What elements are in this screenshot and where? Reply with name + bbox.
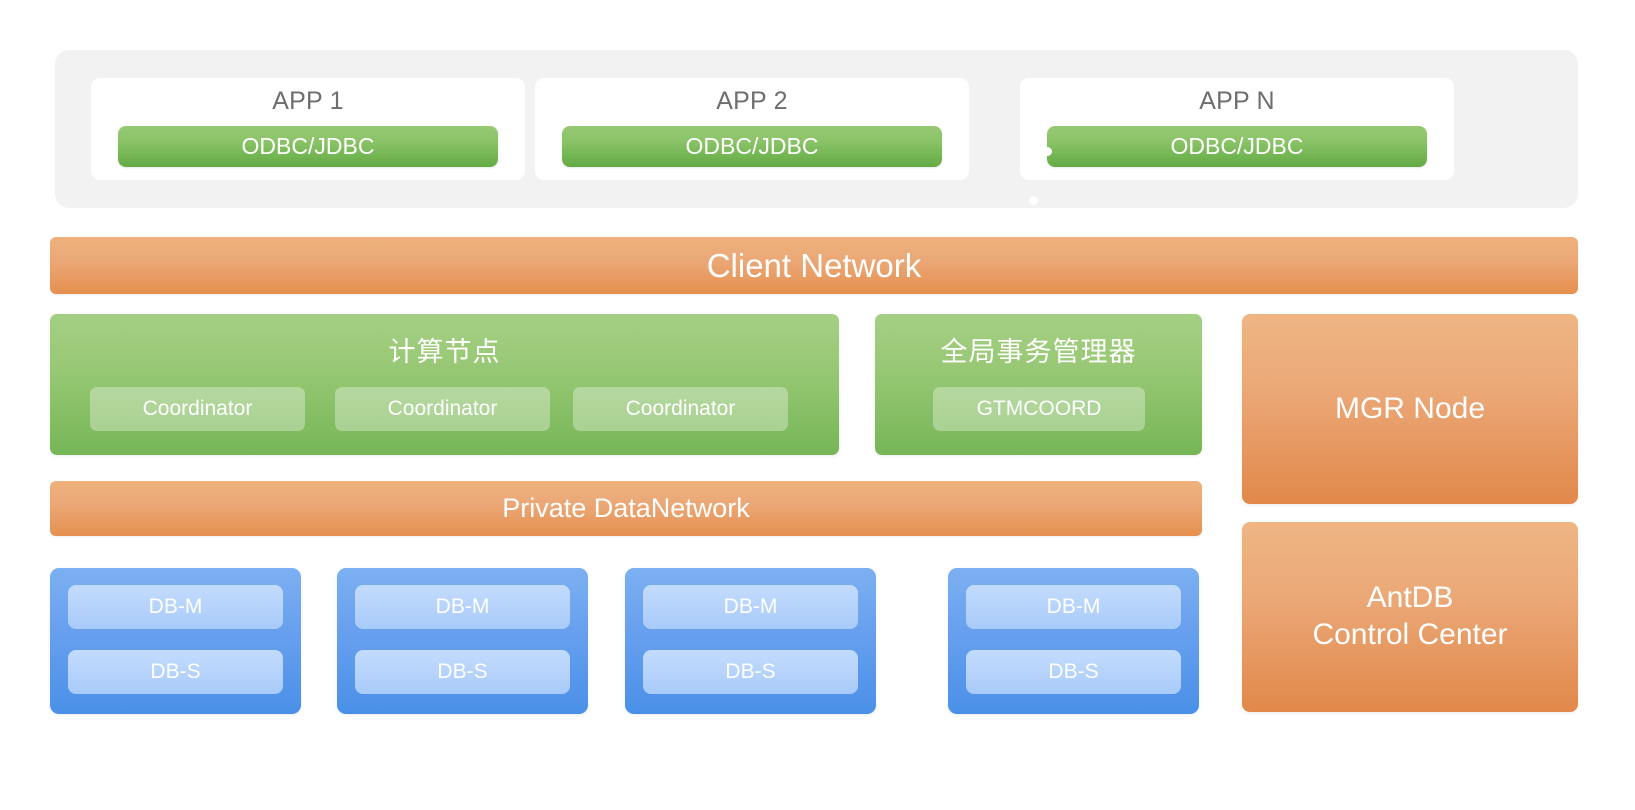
app-card-1[interactable]: APP 1 ODBC/JDBC (91, 78, 525, 180)
control-center-line1: AntDB (1366, 581, 1454, 615)
odbc-jdbc-pill[interactable]: ODBC/JDBC (118, 126, 498, 167)
control-center-label: AntDB Control Center (1312, 580, 1507, 653)
private-data-network-bar: Private DataNetwork (50, 481, 1202, 536)
db-slave-node[interactable]: DB-S (966, 650, 1181, 694)
control-center-line2: Control Center (1312, 618, 1508, 651)
db-group-4: DB-M DB-S (948, 568, 1199, 714)
coordinator-node-2[interactable]: Coordinator (335, 387, 550, 431)
db-master-node[interactable]: DB-M (643, 585, 858, 629)
app-card-n[interactable]: APP N ODBC/JDBC (1020, 78, 1454, 180)
db-master-node[interactable]: DB-M (355, 585, 570, 629)
ellipsis-dot-icon (1027, 147, 1036, 156)
db-master-node[interactable]: DB-M (966, 585, 1181, 629)
compute-node-title: 计算节点 (388, 337, 501, 367)
db-slave-node[interactable]: DB-S (68, 650, 283, 694)
coordinator-node-3[interactable]: Coordinator (573, 387, 788, 431)
app-title: APP N (1199, 87, 1275, 115)
ellipsis-dot-icon (1043, 147, 1052, 156)
compute-node-panel: 计算节点 Coordinator Coordinator Coordinator (50, 314, 839, 455)
odbc-jdbc-pill[interactable]: ODBC/JDBC (562, 126, 942, 167)
gtmcoord-node[interactable]: GTMCOORD (933, 387, 1145, 431)
gtm-title: 全局事务管理器 (940, 337, 1137, 367)
db-slave-node[interactable]: DB-S (355, 650, 570, 694)
app-tier-container: APP 1 ODBC/JDBC APP 2 ODBC/JDBC APP N OD… (55, 50, 1578, 208)
odbc-jdbc-pill[interactable]: ODBC/JDBC (1047, 126, 1427, 167)
ellipsis-dot-icon (1029, 196, 1038, 205)
coordinator-node-1[interactable]: Coordinator (90, 387, 305, 431)
db-group-2: DB-M DB-S (337, 568, 588, 714)
app-title: APP 2 (716, 87, 788, 115)
db-group-1: DB-M DB-S (50, 568, 301, 714)
global-transaction-manager-panel: 全局事务管理器 GTMCOORD (875, 314, 1202, 455)
db-slave-node[interactable]: DB-S (643, 650, 858, 694)
app-title: APP 1 (272, 87, 344, 115)
db-master-node[interactable]: DB-M (68, 585, 283, 629)
antdb-control-center-box[interactable]: AntDB Control Center (1242, 522, 1578, 712)
db-group-3: DB-M DB-S (625, 568, 876, 714)
app-card-2[interactable]: APP 2 ODBC/JDBC (535, 78, 969, 180)
client-network-bar: Client Network (50, 237, 1578, 294)
mgr-node-box[interactable]: MGR Node (1242, 314, 1578, 504)
mgr-node-label: MGR Node (1334, 391, 1486, 425)
